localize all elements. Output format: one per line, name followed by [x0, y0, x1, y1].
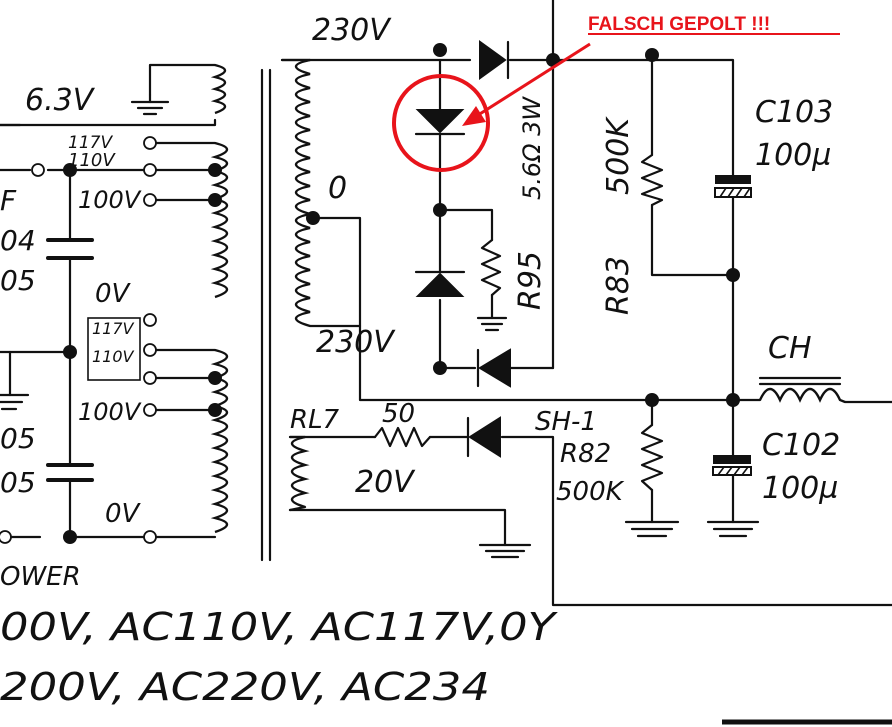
label-r83: R83: [601, 256, 636, 315]
annotation-text: FALSCH GEPOLT !!!: [588, 14, 770, 35]
label-r82: R82: [560, 439, 611, 469]
capacitor-left-top-icon: [46, 238, 94, 260]
resistor-rl7-icon: [373, 426, 432, 448]
label-230v-top: 230V: [312, 13, 392, 48]
label-c102: C102: [762, 428, 840, 463]
label-r83-value: 500K: [601, 116, 636, 195]
resistors: [373, 153, 664, 492]
label-c05a: 05: [0, 264, 36, 297]
capacitors: [46, 175, 752, 482]
label-6v3: 6.3V: [25, 83, 96, 118]
ground-r95-icon: [476, 316, 508, 332]
highlight-circle: [392, 74, 490, 172]
arrow-icon: [474, 42, 591, 119]
label-rl7: RL7: [290, 405, 340, 435]
label-0v-bottom: 0V: [105, 499, 142, 529]
labels: 230V 6.3V 117V 110V 100V F 04 05 0V 117V…: [0, 13, 840, 709]
label-center-tap-0: 0: [328, 171, 347, 206]
label-c103: C103: [755, 95, 833, 130]
label-20v: 20V: [355, 465, 416, 500]
label-tap-117v-b: 117V: [92, 319, 135, 338]
diode-20v-icon: [468, 416, 501, 458]
resistor-r82-icon: [640, 423, 664, 492]
label-tap-110v: 110V: [68, 150, 116, 171]
choke-ch-icon: [758, 376, 846, 404]
label-c05c: 05: [0, 466, 36, 499]
diode-top-icon: [479, 40, 507, 80]
capacitor-c102-icon: [712, 455, 752, 476]
capacitor-left-bottom-icon: [46, 463, 94, 482]
junctions: [63, 43, 740, 544]
label-rl7-value: 50: [382, 399, 415, 429]
ground-6v3-icon: [130, 93, 170, 116]
resistor-r83-icon: [640, 153, 664, 207]
label-c103-value: 100µ: [755, 138, 831, 173]
label-ch: CH: [768, 331, 812, 366]
label-tap-100v-a: 100V: [78, 186, 142, 214]
transformer-windings: [210, 58, 362, 562]
label-power: OWER: [0, 562, 81, 592]
selector-taps: [0, 136, 157, 544]
wrong-polarity-annotation: FALSCH GEPOLT !!!: [392, 14, 840, 172]
label-c05b: 05: [0, 422, 36, 455]
label-r82-value: 500K: [556, 477, 625, 507]
ground-20v-icon: [478, 543, 532, 559]
diode-wrong-polarity-icon: [415, 109, 465, 134]
label-tap-110v-b: 110V: [92, 347, 135, 366]
diode-bottom-icon: [478, 348, 511, 388]
diode-lower-icon: [415, 272, 465, 297]
grounds: [0, 93, 760, 559]
label-f: F: [0, 184, 17, 217]
diodes: [414, 40, 511, 458]
resistor-r95-icon: [480, 238, 502, 297]
label-230v-secondary: 230V: [316, 325, 396, 360]
ground-c102-icon: [706, 520, 760, 538]
label-tap-117v: 117V: [68, 133, 113, 153]
label-r95-value: 5.6Ω 3W: [518, 96, 546, 200]
capacitor-c103-icon: [714, 175, 752, 198]
label-r95: R95: [513, 251, 548, 310]
label-ac-line-2: 200V, AC220V, AC234: [0, 665, 490, 709]
label-0v-left: 0V: [95, 279, 132, 309]
label-c102-value: 100µ: [762, 471, 838, 506]
label-tap-100v-b: 100V: [78, 398, 142, 426]
label-ac-line-1: 00V, AC110V, AC117V,0Y: [0, 605, 558, 649]
label-sh1: SH-1: [535, 407, 597, 437]
ground-r82-icon: [624, 520, 680, 538]
ground-left-icon: [0, 393, 30, 411]
label-c04: 04: [0, 224, 36, 257]
arrow-head-icon: [462, 106, 486, 126]
